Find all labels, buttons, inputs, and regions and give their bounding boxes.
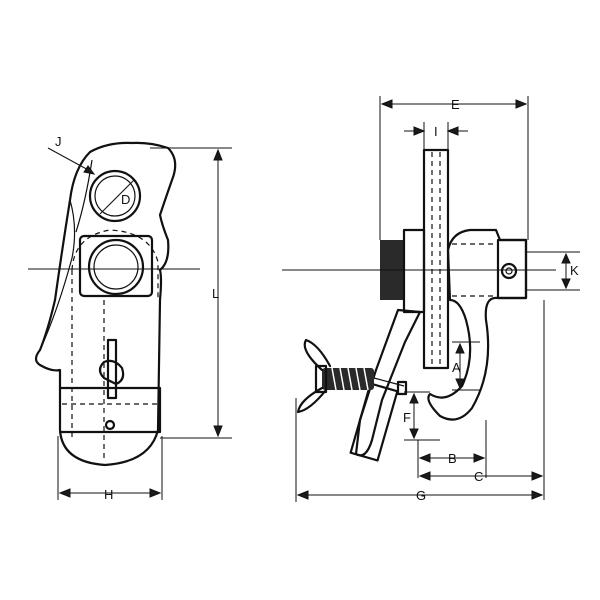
side-hook — [427, 228, 528, 421]
dim-H-arrow-right — [149, 488, 162, 498]
label-A: A — [452, 360, 461, 375]
dim-G-arrow-left — [296, 490, 309, 500]
label-E: E — [451, 97, 460, 112]
side-plate — [422, 148, 450, 370]
side-left-collar — [402, 228, 426, 314]
front-top-eye-inner — [94, 175, 136, 217]
label-I: I — [434, 124, 438, 139]
label-G: G — [416, 488, 426, 503]
side-screw-tip — [396, 380, 408, 396]
dim-F-arrow-bottom — [409, 428, 419, 440]
dim-A-arrow-top — [455, 342, 465, 354]
side-spring — [322, 367, 374, 391]
dim-C-arrow-left — [418, 471, 431, 481]
side-hook-block — [496, 238, 528, 300]
front-center-bore-inner — [93, 244, 139, 290]
front-jaw-block — [58, 386, 162, 434]
front-lever-inner — [75, 159, 93, 233]
dim-J-leader — [47, 147, 93, 173]
front-view: L H J D — [28, 134, 232, 502]
dim-B-arrow-left — [418, 453, 431, 463]
front-screw-pin — [106, 338, 118, 400]
front-bottom-hole — [104, 419, 116, 431]
front-lever-edge — [39, 199, 76, 351]
dim-L-arrow-top — [213, 148, 223, 161]
label-F: F — [403, 410, 411, 425]
dim-F-arrow-top — [409, 392, 419, 404]
side-view: E I K A F B — [282, 96, 580, 503]
dim-D-line — [99, 179, 135, 215]
side-wing-nut-hub — [314, 364, 328, 394]
dim-E-arrow-right — [515, 99, 528, 109]
front-center-bore — [87, 238, 145, 296]
label-L: L — [212, 286, 219, 301]
label-J: J — [55, 134, 62, 149]
dim-K-arrow-bottom — [561, 278, 571, 290]
front-body-outline — [34, 141, 177, 467]
label-D: D — [121, 192, 130, 207]
front-wing-nut — [98, 359, 125, 386]
dim-E-arrow-left — [380, 99, 393, 109]
dim-I-arrow-left — [413, 126, 426, 136]
label-H: H — [104, 487, 113, 502]
label-B: B — [448, 451, 457, 466]
dim-A-arrow-bottom — [455, 378, 465, 390]
dim-K-arrow-top — [561, 252, 571, 264]
dim-L-arrow-bottom — [213, 425, 223, 438]
front-center-bore-outer — [78, 234, 154, 298]
side-hook-bolt-inner — [505, 267, 513, 275]
dim-I-arrow-right — [446, 126, 459, 136]
dim-H-arrow-left — [58, 488, 71, 498]
side-wing-nut — [296, 338, 332, 414]
dim-G-arrow-right — [531, 490, 544, 500]
side-lever-handle — [349, 382, 399, 462]
dim-C-arrow-right — [531, 471, 544, 481]
side-hook-bolt — [500, 262, 518, 280]
label-C: C — [474, 469, 483, 484]
front-hidden-outline — [71, 229, 159, 440]
front-top-eye-outer — [88, 169, 142, 223]
dim-J-arrow — [83, 165, 96, 175]
label-K: K — [570, 263, 579, 278]
dim-B-arrow-right — [473, 453, 486, 463]
